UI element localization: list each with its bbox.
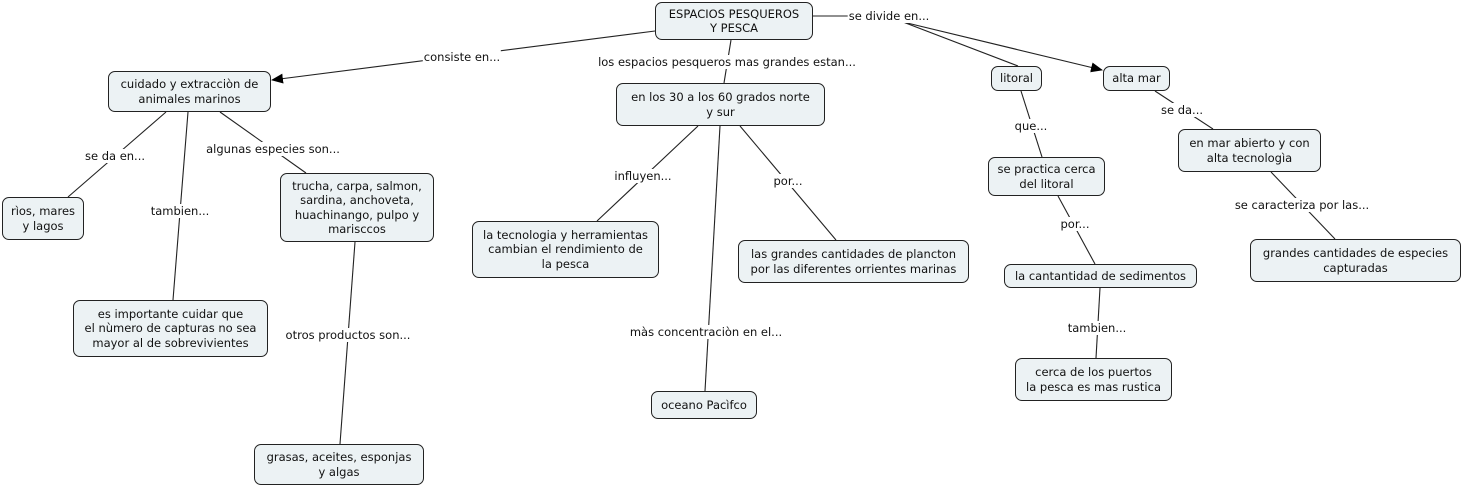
line-concentracion (704, 125, 721, 392)
link-label-tambien: tambien... (149, 204, 211, 218)
link-label-tambien-right: tambien... (1066, 321, 1128, 335)
concept-practica[interactable]: se practica cerca del litoral (988, 157, 1105, 196)
link-label-por-right: por... (1059, 217, 1091, 231)
line-otros (339, 241, 356, 445)
link-label-se-divide: se divide en... (847, 9, 931, 23)
link-label-influyen: influyen... (613, 169, 673, 183)
concept-rios[interactable]: rìos, mares y lagos (2, 197, 84, 240)
concept-sedimentos[interactable]: la cantantidad de sedimentos (1004, 264, 1197, 288)
concept-root[interactable]: ESPACIOS PESQUEROS Y PESCA (655, 2, 813, 40)
concept-oceano[interactable]: oceano Pacìfco (651, 391, 757, 419)
concept-grasas[interactable]: grasas, aceites, esponjas y algas (254, 444, 424, 485)
concept-grados[interactable]: en los 30 a los 60 grados norte y sur (616, 83, 825, 126)
concept-plancton[interactable]: las grandes cantidades de plancton por l… (738, 240, 969, 283)
link-label-espacios-grandes: los espacios pesqueros mas grandes estan… (597, 55, 857, 69)
concept-cuidado[interactable]: cuidado y extracciòn de animales marinos (108, 71, 271, 112)
link-label-otros-productos: otros productos son... (284, 328, 412, 342)
concept-tecnologia[interactable]: la tecnologia y herramientas cambian el … (472, 221, 659, 278)
concept-especies[interactable]: trucha, carpa, salmon, sardina, anchovet… (280, 173, 434, 242)
concept-litoral[interactable]: litoral (991, 66, 1042, 91)
concept-importante[interactable]: es importante cuidar que el nùmero de ca… (73, 300, 268, 357)
link-label-concentracion: màs concentraciòn en el... (628, 325, 784, 339)
link-label-se-da: se da... (1159, 103, 1205, 117)
concept-puertos[interactable]: cerca de los puertos la pesca es mas rus… (1015, 358, 1172, 401)
line-to-litoral (902, 21, 1019, 67)
link-label-por: por... (772, 174, 804, 188)
link-label-consiste: consiste en... (422, 50, 502, 64)
link-label-se-da-en: se da en... (83, 149, 147, 163)
line-to-altamar (902, 21, 1103, 73)
link-label-algunas-especies: algunas especies son... (205, 142, 341, 156)
link-label-se-caracteriza: se caracteriza por las... (1233, 198, 1371, 212)
link-label-que: que... (1013, 119, 1049, 133)
concept-alta-mar[interactable]: alta mar (1103, 66, 1170, 91)
concept-especies-capturadas[interactable]: grandes cantidades de especies capturada… (1250, 239, 1461, 282)
concept-mar-abierto[interactable]: en mar abierto y con alta tecnologìa (1178, 129, 1321, 172)
